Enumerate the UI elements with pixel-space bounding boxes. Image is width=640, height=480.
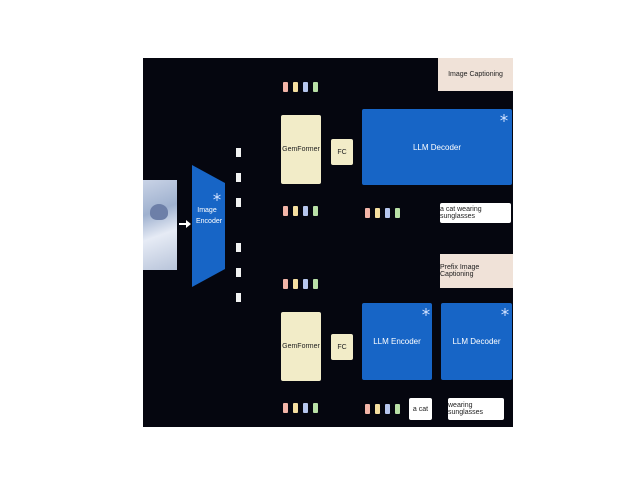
encoder-input-token: [375, 404, 380, 414]
frozen-snowflake-icon: [500, 114, 508, 122]
output-token: [313, 206, 318, 216]
cat-figure: [150, 204, 168, 220]
llm-decoder-top: LLM Decoder: [362, 109, 512, 185]
decoder-input-token: [365, 208, 370, 218]
gemformer-block-bottom: GemFormer: [281, 312, 321, 381]
decoder-input-token: [385, 208, 390, 218]
output-token: [283, 206, 288, 216]
query-token: [283, 82, 288, 92]
query-token: [303, 279, 308, 289]
output-token: [283, 403, 288, 413]
output-token: [293, 403, 298, 413]
output-token: [313, 403, 318, 413]
frozen-snowflake-icon: [422, 308, 430, 316]
image-encoder-label: Image Encoder: [196, 205, 223, 227]
image-feature-token: [236, 173, 241, 182]
encoder-input-token: [395, 404, 400, 414]
query-token: [293, 82, 298, 92]
query-token: [313, 279, 318, 289]
image-feature-token: [236, 198, 241, 207]
frozen-snowflake-icon: [501, 308, 509, 316]
encoder-input-token: [385, 404, 390, 414]
decoder-input-token: [375, 208, 380, 218]
encoder-label-line1: Image: [197, 207, 217, 214]
caption-output: a cat wearing sunglasses: [440, 203, 511, 223]
encoder-input-token: [365, 404, 370, 414]
task-tag-prefix-image-captioning: Prefix Image Captioning: [440, 254, 513, 288]
llm-decoder-bottom: LLM Decoder: [441, 303, 512, 380]
task-tag-image-captioning: Image Captioning: [438, 58, 513, 91]
output-token: [293, 206, 298, 216]
query-token: [293, 279, 298, 289]
image-feature-token: [236, 243, 241, 252]
image-feature-token: [236, 293, 241, 302]
output-token: [303, 403, 308, 413]
frozen-snowflake-icon: [213, 193, 221, 201]
image-feature-token: [236, 148, 241, 157]
output-token: [303, 206, 308, 216]
right-arrow-icon: [179, 220, 191, 228]
encoder-label-line2: Encoder: [196, 218, 223, 225]
fc-layer-bottom: FC: [331, 334, 353, 360]
image-feature-token: [236, 268, 241, 277]
prefix-caption: a cat: [409, 398, 432, 420]
query-token: [313, 82, 318, 92]
query-token: [303, 82, 308, 92]
llm-encoder-bottom: LLM Encoder: [362, 303, 432, 380]
suffix-caption: wearing sunglasses: [448, 398, 504, 420]
query-token: [283, 279, 288, 289]
gemformer-block-top: GemFormer: [281, 115, 321, 184]
input-image: [143, 180, 177, 270]
fc-layer-top: FC: [331, 139, 353, 165]
decoder-input-token: [395, 208, 400, 218]
